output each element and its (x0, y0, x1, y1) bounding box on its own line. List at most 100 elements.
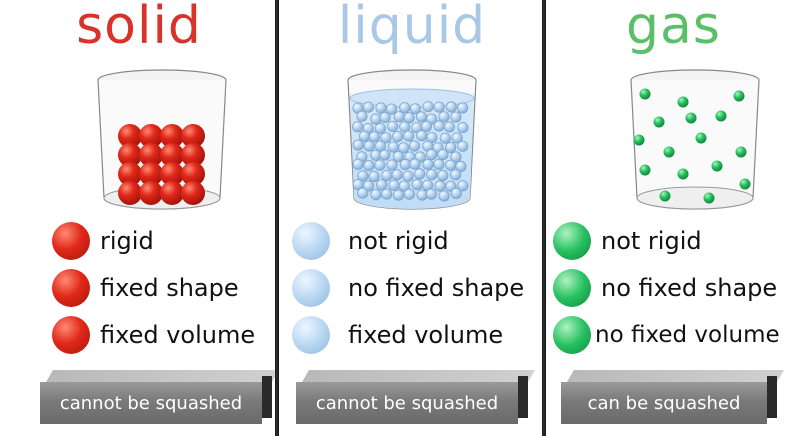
liquid-particle (387, 120, 399, 133)
gas-particle (663, 146, 675, 158)
liquid-particle (399, 158, 411, 171)
liquid-particle (374, 122, 387, 135)
liquid-particle (450, 187, 462, 200)
liquid-particle (451, 132, 463, 144)
liquid-particle (450, 169, 462, 181)
property-text: fixed volume (100, 321, 256, 349)
solid-particle (139, 124, 163, 148)
liquid-particle (403, 188, 416, 200)
liquid-particle (438, 111, 450, 123)
liquid-particle (426, 169, 438, 181)
liquid-particle (445, 159, 457, 171)
liquid-particle (438, 190, 450, 202)
liquid-particle (433, 101, 445, 113)
solid-particle (181, 143, 205, 167)
property-row: no fixed volume (553, 312, 780, 358)
squash-slab-liquid: cannot be squashed (296, 370, 535, 426)
liquid-particle (416, 189, 428, 201)
liquid-particle (357, 170, 369, 182)
blue-sphere-icon (292, 269, 330, 307)
liquid-particle (409, 103, 422, 115)
solid-particle (181, 162, 205, 186)
property-row: fixed volume (292, 312, 503, 358)
liquid-particle (437, 169, 449, 182)
blue-sphere-icon (292, 222, 330, 260)
green-sphere-icon (553, 222, 591, 260)
solid-particle (118, 143, 142, 167)
property-text: no fixed volume (595, 322, 780, 348)
liquid-particle (381, 188, 393, 200)
liquid-particle (391, 169, 403, 181)
liquid-particle (439, 132, 451, 144)
property-text: not rigid (601, 227, 702, 255)
liquid-particle (409, 158, 421, 170)
liquid-particle (416, 130, 428, 142)
liquid-particle (422, 158, 434, 171)
liquid-particle (379, 111, 391, 124)
liquid-particle (437, 149, 449, 161)
liquid-particle (399, 102, 411, 114)
liquid-particle (376, 179, 388, 191)
liquid-particle (426, 149, 438, 161)
liquid-particle (356, 110, 368, 122)
solid-particle (181, 124, 205, 148)
liquid-particle (443, 121, 456, 133)
liquid-particle (388, 179, 400, 191)
liquid-particle (352, 158, 364, 170)
liquid-particle (379, 149, 391, 161)
property-text: rigid (100, 227, 154, 255)
beaker-gas (630, 69, 760, 210)
squash-label: can be squashed (587, 392, 741, 414)
gas-particle (677, 96, 689, 108)
property-row: no fixed shape (292, 265, 524, 311)
liquid-particle (457, 140, 469, 152)
green-sphere-icon (553, 269, 591, 307)
property-text: not rigid (348, 227, 449, 255)
liquid-particle (363, 140, 375, 152)
property-text: no fixed shape (348, 274, 525, 302)
gas-particle (677, 168, 689, 180)
liquid-particle (408, 140, 421, 152)
panel-gas: gas not rigid no fixed shape no fixed vo… (547, 0, 800, 436)
liquid-particle (352, 121, 364, 133)
liquid-particle (433, 120, 445, 132)
liquid-particle (403, 112, 415, 124)
gas-particle (653, 116, 665, 128)
solid-particle (118, 162, 142, 186)
gas-particle (639, 88, 651, 100)
red-sphere-icon (52, 269, 90, 307)
liquid-particle (393, 111, 405, 123)
gas-particle (659, 190, 671, 202)
squash-slab-solid: cannot be squashed (40, 370, 279, 426)
gas-particle (735, 146, 747, 158)
solid-particle (139, 143, 163, 167)
property-row: fixed shape (52, 265, 239, 311)
liquid-particle (422, 101, 434, 113)
liquid-particle (381, 170, 393, 182)
beaker-liquid (347, 69, 477, 210)
title-gas: gas (626, 0, 721, 56)
gas-particle (739, 178, 751, 190)
liquid-particle (375, 102, 387, 114)
liquid-particle (392, 189, 405, 201)
squash-slab-gas: can be squashed (561, 370, 784, 426)
liquid-particle (358, 130, 371, 142)
gas-particle (695, 132, 707, 144)
liquid-particle (387, 141, 400, 153)
liquid-particle (392, 151, 405, 163)
property-row: fixed volume (52, 312, 255, 358)
liquid-particle (380, 132, 392, 144)
title-solid: solid (76, 0, 202, 56)
liquid-particle (420, 120, 433, 133)
liquid-particle (403, 130, 415, 142)
liquid-particle (368, 131, 381, 143)
property-text: no fixed shape (601, 274, 778, 302)
solid-particle (118, 124, 142, 148)
beaker-solid (97, 69, 227, 210)
liquid-particle (374, 140, 386, 152)
property-text: fixed shape (100, 274, 239, 302)
liquid-particle (433, 158, 445, 171)
liquid-particle (434, 180, 446, 192)
liquid-particle-cluster (352, 101, 469, 202)
liquid-particle (370, 189, 382, 201)
